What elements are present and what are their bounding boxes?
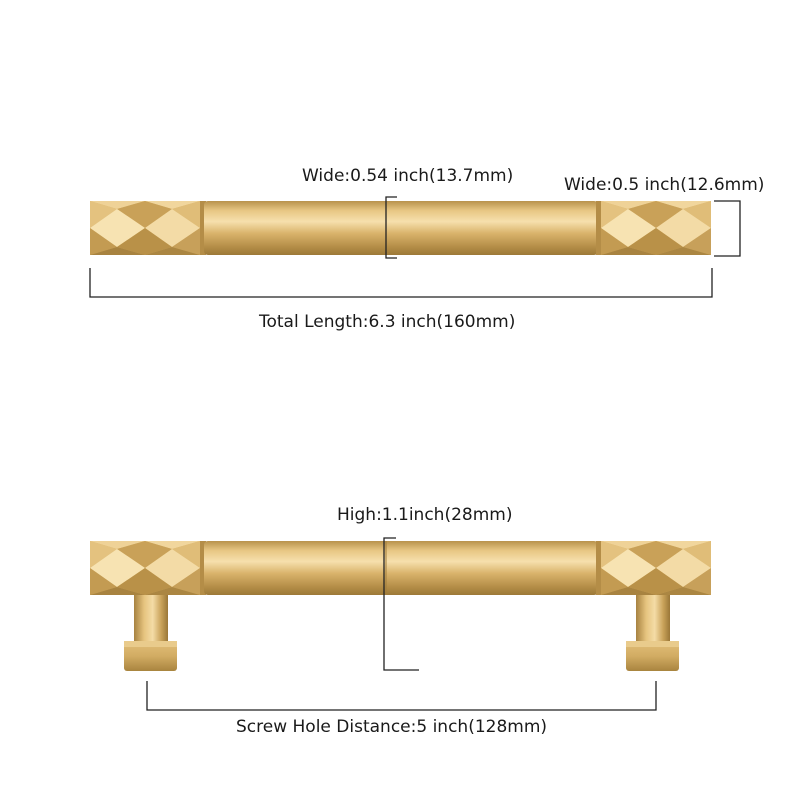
- left-post: [124, 586, 177, 671]
- handle-top-view: [89, 196, 741, 298]
- right-knurled-end: [596, 201, 711, 255]
- side-left-knurled-end: [90, 541, 206, 595]
- end-width-label: Wide:0.5 inch(12.6mm): [564, 175, 765, 195]
- height-label: High:1.1inch(28mm): [337, 505, 513, 525]
- total-length-label: Total Length:6.3 inch(160mm): [259, 312, 516, 332]
- total-length-line: [89, 268, 713, 298]
- bar-width-label: Wide:0.54 inch(13.7mm): [302, 166, 514, 186]
- left-knurled-end: [90, 201, 206, 255]
- side-center-bar: [204, 541, 598, 595]
- screw-hole-distance-line: [146, 681, 657, 711]
- handle-side-view: [90, 537, 711, 711]
- center-bar: [204, 201, 598, 255]
- screw-hole-distance-label: Screw Hole Distance:5 inch(128mm): [236, 717, 548, 737]
- height-bracket: [383, 537, 419, 671]
- right-post: [626, 586, 679, 671]
- bar-width-bracket: [385, 196, 397, 259]
- side-right-knurled-end: [596, 541, 711, 595]
- end-width-bracket: [714, 200, 741, 257]
